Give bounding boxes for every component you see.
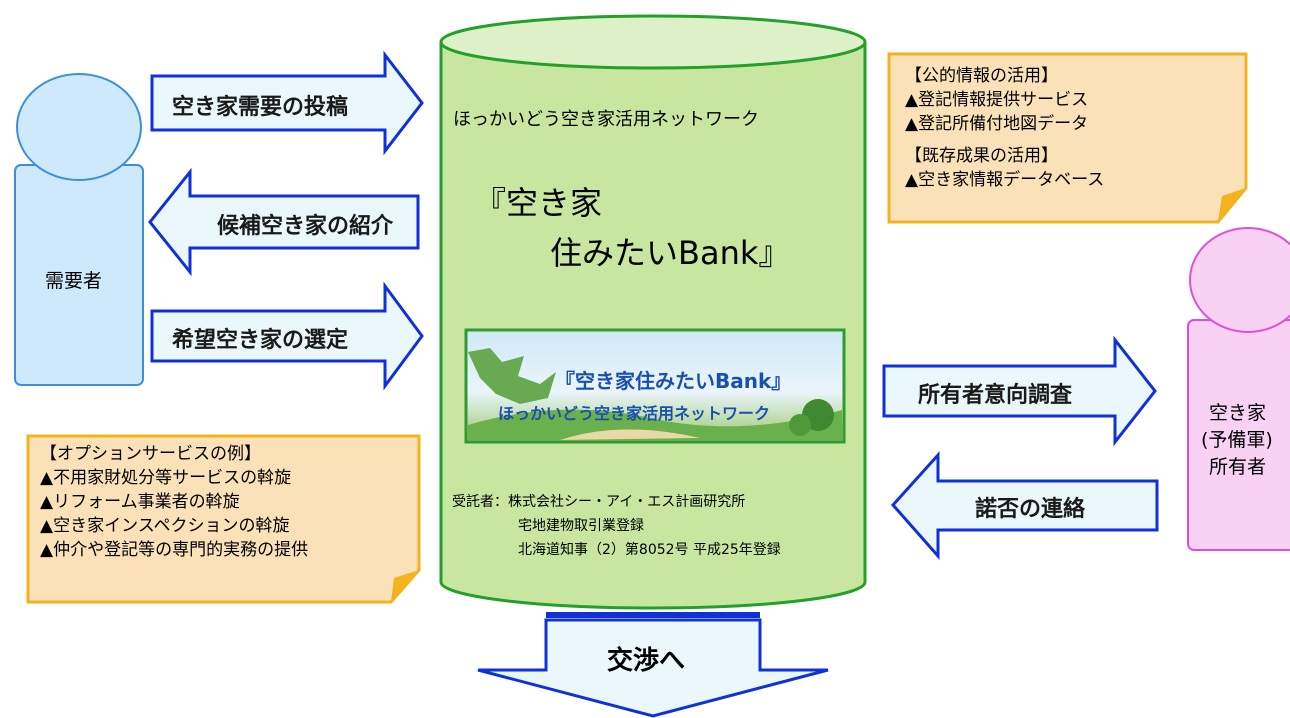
arrow-label-select-house: 希望空き家の選定 xyxy=(172,328,349,353)
note-line: ▲登記情報提供サービス xyxy=(905,90,1089,110)
owner-figure xyxy=(1187,227,1290,551)
demander-figure xyxy=(14,73,144,386)
note-line: ▲空き家インスペクションの斡旋 xyxy=(40,516,290,536)
contractor-line2: 宅地建物取引業登録 xyxy=(518,518,644,534)
note-line: ▲空き家情報データベース xyxy=(905,170,1105,190)
contractor-line3: 北海道知事（2）第8052号 平成25年登録 xyxy=(518,542,781,558)
options-note-text: 【オプションサービスの例】 ▲不用家財処分等サービスの斡旋 ▲リフォーム事業者の… xyxy=(40,442,308,562)
contractor-line1: 受託者：株式会社シー・アイ・エス計画研究所 xyxy=(452,494,746,510)
banner-title: 『空き家住みたいBank』 xyxy=(555,369,792,393)
arrow-label-consent-contact: 諾否の連絡 xyxy=(975,497,1086,522)
arrow-select-house xyxy=(150,281,424,391)
note-line: ▲仲介や登記等の専門的実務の提供 xyxy=(40,540,309,560)
owner-label-line2: (予備軍) xyxy=(1201,429,1273,451)
bank-banner xyxy=(464,328,846,444)
note-public-info xyxy=(887,52,1248,224)
note-line: ▲登記所備付地図データ xyxy=(905,114,1089,134)
arrow-consent-contact xyxy=(890,451,1159,560)
note-line: 【公的情報の活用】 xyxy=(905,66,1058,86)
network-name: ほっかいどう空き家活用ネットワーク xyxy=(453,109,759,130)
arrow-owner-survey xyxy=(882,335,1157,447)
bank-title-line2: 住みたいBank』 xyxy=(550,234,791,272)
bank-database-cylinder xyxy=(439,14,867,610)
public-info-note-text: 【公的情報の活用】 ▲登記情報提供サービス ▲登記所備付地図データ 【既存成果の… xyxy=(905,64,1104,192)
banner-subtitle: ほっかいどう空き家活用ネットワーク xyxy=(498,404,771,423)
arrow-post-demand xyxy=(150,50,424,156)
arrow-label-introduce-candidates: 候補空き家の紹介 xyxy=(217,214,394,239)
note-line: 【オプションサービスの例】 xyxy=(40,444,261,464)
arrow-introduce-candidates xyxy=(148,167,420,277)
arrow-to-negotiation xyxy=(477,612,829,718)
arrow-label-owner-survey: 所有者意向調査 xyxy=(918,383,1073,408)
demander-label: 需要者 xyxy=(45,270,103,292)
arrow-label-post-demand: 空き家需要の投稿 xyxy=(172,95,349,120)
note-options xyxy=(26,434,421,604)
note-line: ▲不用家財処分等サービスの斡旋 xyxy=(40,468,292,488)
note-line: 【既存成果の活用】 xyxy=(905,146,1058,166)
bank-title-line1: 『空き家 xyxy=(474,184,603,222)
owner-label-line1: 空き家 xyxy=(1209,402,1267,424)
note-line: ▲リフォーム事業者の斡旋 xyxy=(40,492,240,512)
arrow-label-to-negotiation: 交渉へ xyxy=(607,646,686,676)
owner-label-line3: 所有者 xyxy=(1209,456,1267,478)
